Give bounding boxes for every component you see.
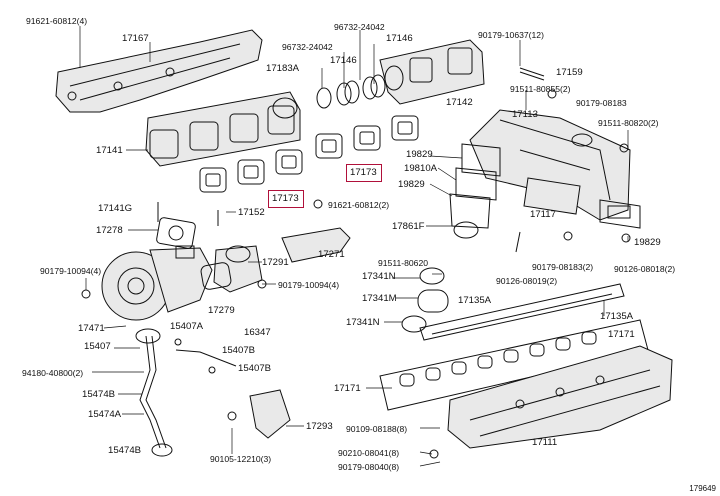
gasket-17278 [156,217,196,249]
gaskets-17173-left [199,149,303,193]
label-15474a: 15474A [88,409,122,420]
insulator-17271 [281,227,351,263]
label-91621-60812-4: 91621-60812(4) [26,16,88,26]
leader-lines [79,26,629,467]
label-17171-b: 17171 [334,383,361,394]
label-90126-08019-2: 90126-08019(2) [496,276,558,286]
label-17141g: 17141G [98,203,133,214]
label-17111: 17111 [532,437,558,448]
exhaust-manifold-17141 [145,91,301,167]
seal-rings-17146 [316,74,386,109]
label-17293: 17293 [306,421,333,432]
label-90179-10637-12: 90179-10637(12) [478,30,544,40]
label-17167: 17167 [122,33,149,44]
label-17173-left: 17173 [272,193,299,204]
label-17152: 17152 [238,207,265,218]
label-17861f: 17861F [392,221,425,232]
label-17142: 17142 [446,97,473,108]
label-90109-08188-8: 90109-08188(8) [346,424,408,434]
oil-pipes [135,328,237,457]
label-17135a-b: 17135A [600,311,634,322]
label-91511-80855-2: 91511-80855(2) [510,84,571,94]
cover-17117 [523,177,581,215]
label-17141: 17141 [96,145,123,156]
label-90179-10094-4-b: 90179-10094(4) [278,280,340,290]
exhaust-manifold-17142 [379,39,485,105]
label-17279: 17279 [208,305,235,316]
label-17135a-a: 17135A [458,295,492,306]
bracket-17293 [249,389,291,439]
label-17146-a: 17146 [386,33,413,44]
label-17341m: 17341M [362,293,397,304]
heat-insulator-17167 [55,29,263,113]
label-17113: 17113 [512,109,538,120]
label-90210-08041-8: 90210-08041(8) [338,448,400,458]
elbow-17291 [200,245,263,293]
diagram-id: 179649 [689,484,716,493]
label-17341n-b: 17341N [346,317,380,328]
highlight-17173-right[interactable] [346,164,382,182]
label-90179-08183-2: 90179-08183(2) [532,262,594,272]
air-inlet-17113 [469,109,631,221]
label-17183a: 17183A [266,63,300,74]
label-19810a: 19810A [404,163,438,174]
hoses-17341 [401,267,449,333]
gaskets-17173-right [315,115,419,159]
gasket-17135a [419,283,625,341]
label-90179-08183: 90179-08183 [576,98,627,108]
inlet-gaskets [449,143,501,239]
highlight-17173-left[interactable] [268,190,304,208]
label-17173-right: 17173 [350,167,377,178]
label-15474b-b: 15474B [108,445,142,456]
label-16347: 16347 [244,327,271,338]
label-91621-60812-2: 91621-60812(2) [328,200,390,210]
label-90105-12210-3: 90105-12210(3) [210,454,272,464]
label-90126-08018-2: 90126-08018(2) [614,264,676,274]
label-90179-10094-4-a: 90179-10094(4) [40,266,102,276]
label-17146-b: 17146 [330,55,357,66]
turbocharger [101,245,213,321]
gasket-19829-right [599,199,641,229]
label-15407b-b: 15407B [238,363,272,374]
stud-17159 [519,67,545,81]
label-17278: 17278 [96,225,123,236]
label-90179-08040-8: 90179-08040(8) [338,462,400,472]
label-19829-c: 19829 [634,237,661,248]
label-17159: 17159 [556,67,583,78]
intake-manifold-17111 [447,345,673,449]
label-15407a: 15407A [170,321,204,332]
label-17341n-a: 17341N [362,271,396,282]
label-17117: 17117 [530,209,556,220]
label-17471: 17471 [78,323,105,334]
label-94180-40800-2: 94180-40800(2) [22,368,84,378]
label-15407: 15407 [84,341,111,352]
label-19829-a: 19829 [406,149,433,160]
label-15474b-a: 15474B [82,389,116,400]
label-17171-a: 17171 [608,329,635,340]
label-17291: 17291 [262,257,289,268]
label-17271: 17271 [318,249,345,260]
label-19829-b: 19829 [398,179,425,190]
label-96732-24042-b: 96732-24042 [282,42,333,52]
label-96732-24042-a: 96732-24042 [334,22,385,32]
label-91511-80820-2: 91511-80820(2) [598,118,659,128]
label-91511-80620: 91511-80620 [378,258,429,268]
label-15407b-a: 15407B [222,345,256,356]
